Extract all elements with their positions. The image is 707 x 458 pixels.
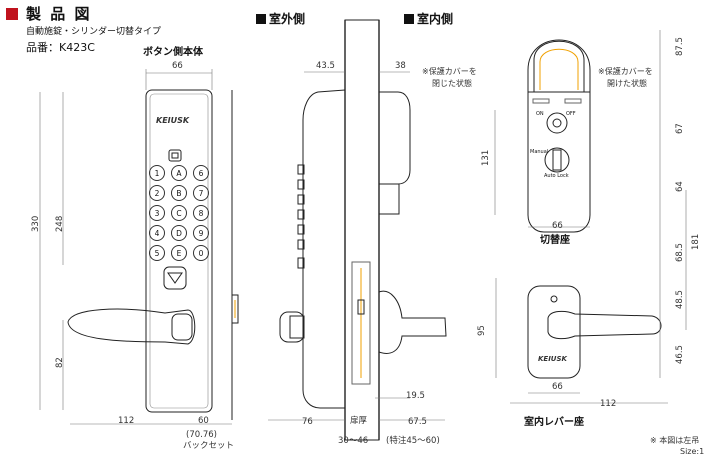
dim-side-76: 76: [302, 417, 313, 427]
keypad-key[interactable]: D: [171, 225, 187, 241]
page-subtitle: 自動施錠・シリンダー切替タイプ: [26, 27, 162, 37]
keypad-row: 1 A 6: [149, 165, 209, 181]
indoor-body-side: [378, 91, 411, 185]
keypad-row: 2 B 7: [149, 185, 209, 201]
lever-seat-label: 室内レバー座: [524, 417, 584, 428]
switch-seat-outline: [527, 39, 591, 233]
dim-lever-seat-95: 95: [477, 325, 487, 336]
keypad-key[interactable]: 6: [193, 165, 209, 181]
indoor-section-label: 室内側: [404, 13, 453, 25]
dim-side-131: 131: [481, 149, 491, 166]
dim-front-lever-height: 82: [55, 357, 65, 368]
keypad-key[interactable]: E: [171, 245, 187, 261]
door-thickness-special: (特注45～60): [386, 436, 440, 446]
dim-side-67: 67.5: [408, 417, 427, 427]
switch-seat-label: 切替座: [540, 235, 570, 246]
keypad-row: 3 C 8: [149, 205, 209, 221]
indoor-lever-side: [378, 290, 447, 354]
note-left-hand: ※ 本図は左吊: [650, 436, 700, 445]
keypad-row: 4 D 9: [149, 225, 209, 241]
dim-switch-68: 68.5: [675, 243, 685, 262]
outdoor-body-side: [302, 89, 346, 409]
page-title: 製 品 図: [26, 5, 92, 23]
note-cover-open-2: 開けた状態: [607, 79, 647, 88]
front-lever: [67, 308, 196, 345]
dim-backset-label: バックセット: [183, 441, 235, 451]
dim-lever-seat-width: 66: [552, 382, 563, 392]
note-size: Size:1: [680, 447, 705, 456]
dim-side-bottom-19: 19.5: [406, 391, 425, 401]
switch-label-auto-lock: Auto Lock: [544, 173, 569, 179]
model-number: 品番：K423C: [26, 41, 95, 54]
dim-switch-67: 67: [675, 123, 685, 134]
dim-switch-width: 66: [552, 221, 563, 231]
button-body-label: ボタン側本体: [143, 47, 203, 58]
keypad: 1 A 6 2 B 7 3 C 8 4 D 9 5 E 0: [149, 165, 209, 261]
keypad-key[interactable]: 2: [149, 185, 165, 201]
title-marker: [6, 8, 18, 20]
dim-front-height-total: 330: [31, 215, 41, 232]
switch-label-off: OFF: [566, 111, 576, 117]
dim-switch-87: 87.5: [675, 37, 685, 56]
dim-front-width: 66: [172, 61, 183, 71]
dim-switch-48: 48.5: [675, 290, 685, 309]
keypad-key[interactable]: 0: [193, 245, 209, 261]
door-slab: [344, 19, 380, 441]
outdoor-section-label: 室外側: [256, 13, 305, 25]
lever-seat-outline: [527, 285, 581, 379]
dim-lever-seat-length: 112: [600, 399, 617, 409]
brand-logo-front: KEIUSK: [156, 116, 190, 125]
brand-logo-lever-seat: KEIUSK: [538, 355, 567, 363]
keypad-key[interactable]: 4: [149, 225, 165, 241]
keypad-key[interactable]: A: [171, 165, 187, 181]
keypad-key[interactable]: 1: [149, 165, 165, 181]
dim-backset-sub: (70.76): [186, 430, 217, 440]
door-thickness-range: 30～46: [338, 436, 369, 446]
dim-lever-length: 112: [118, 416, 135, 426]
keypad-key[interactable]: 7: [193, 185, 209, 201]
dim-backset: 60: [198, 416, 209, 426]
keypad-key[interactable]: B: [171, 185, 187, 201]
note-cover-open-1: ※保護カバーを: [598, 67, 653, 76]
keypad-row: 5 E 0: [149, 245, 209, 261]
dim-front-height-keypad: 248: [55, 215, 65, 232]
dim-side-outer: 43.5: [316, 61, 335, 71]
switch-label-manual: Manual: [530, 149, 549, 155]
note-cover-closed-2: 閉じた状態: [432, 79, 472, 88]
indoor-lever-front: [547, 310, 662, 340]
door-thickness-label: 扉厚: [350, 416, 368, 426]
keypad-key[interactable]: 9: [193, 225, 209, 241]
front-plate-outline: [145, 89, 213, 413]
switch-label-on: ON: [536, 111, 544, 117]
dim-side-inner: 38: [395, 61, 406, 71]
keypad-key[interactable]: 3: [149, 205, 165, 221]
keypad-key[interactable]: 8: [193, 205, 209, 221]
dim-switch-46: 46.5: [675, 345, 685, 364]
dim-switch-64: 64: [675, 181, 685, 192]
keypad-key[interactable]: C: [171, 205, 187, 221]
note-cover-closed-1: ※保護カバーを: [422, 67, 477, 76]
keypad-key[interactable]: 5: [149, 245, 165, 261]
dim-switch-181: 181: [691, 233, 701, 250]
